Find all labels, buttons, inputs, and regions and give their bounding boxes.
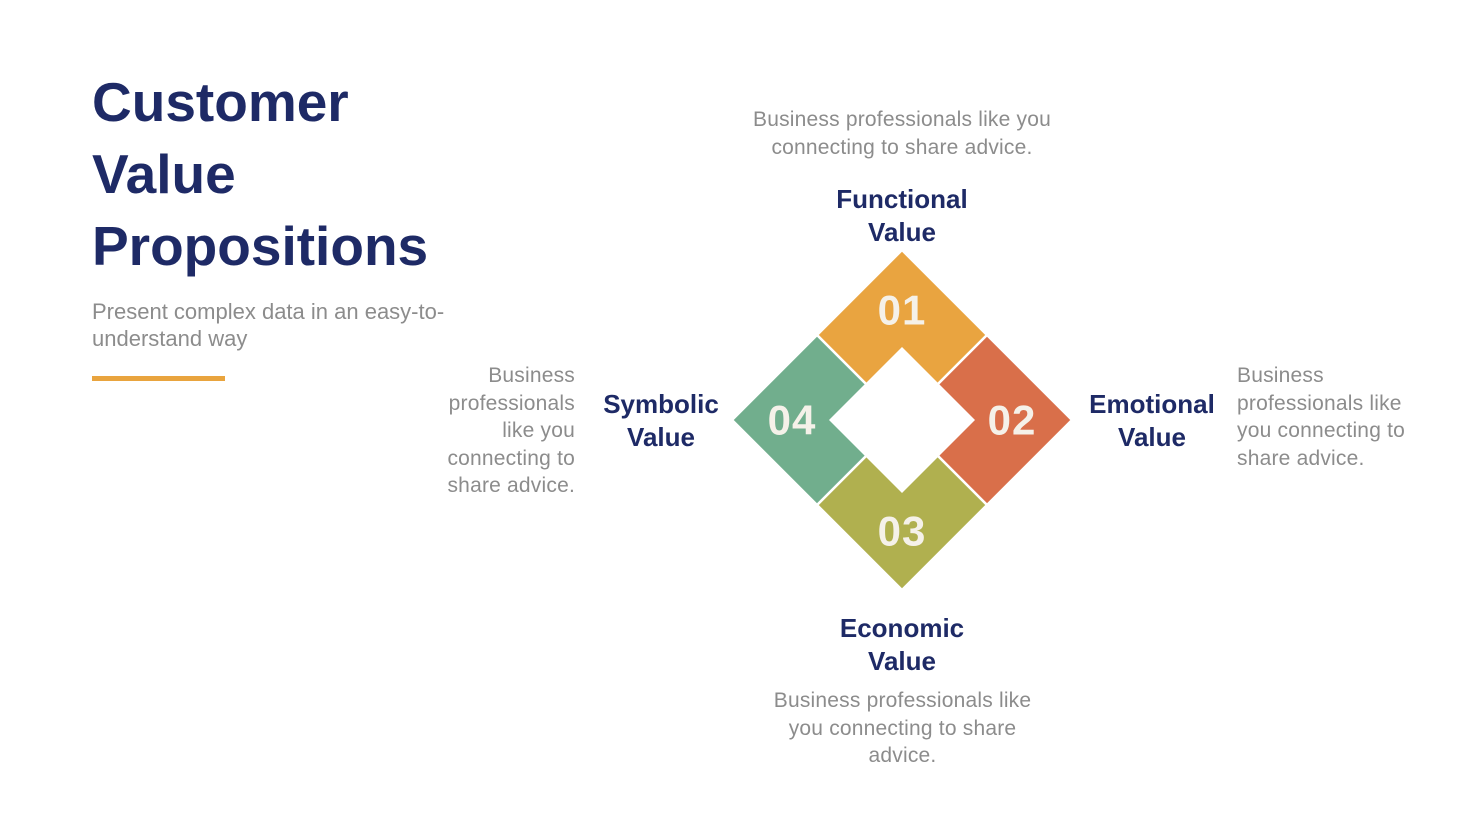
description-functional-value: Business professionals like you connecti… xyxy=(752,108,1052,159)
description-emotional-value: Business professionals like you connecti… xyxy=(1237,364,1406,470)
label-economic-value: Economic Value xyxy=(839,613,965,676)
quadrant-number-03: 03 xyxy=(878,508,927,555)
accent-divider xyxy=(92,376,225,381)
value-diamond-diagram: 01 02 03 04 xyxy=(730,248,1074,592)
description-economic-value: Business professionals like you connecti… xyxy=(773,689,1032,767)
quadrant-number-02: 02 xyxy=(988,397,1037,444)
label-functional-value: Functional Value xyxy=(836,184,968,247)
page-subtitle: Present complex data in an easy-to-under… xyxy=(92,299,445,351)
page-title: Customer Value Propositions xyxy=(92,71,429,277)
quadrant-number-01: 01 xyxy=(878,287,927,334)
label-symbolic-value: Symbolic Value xyxy=(603,389,719,452)
center-diamond xyxy=(829,347,975,493)
quadrant-number-04: 04 xyxy=(768,397,817,444)
label-emotional-value: Emotional Value xyxy=(1089,389,1215,452)
description-symbolic-value: Business professionals like you connecti… xyxy=(447,364,575,497)
title-block: Customer Value Propositions Present comp… xyxy=(92,66,482,381)
